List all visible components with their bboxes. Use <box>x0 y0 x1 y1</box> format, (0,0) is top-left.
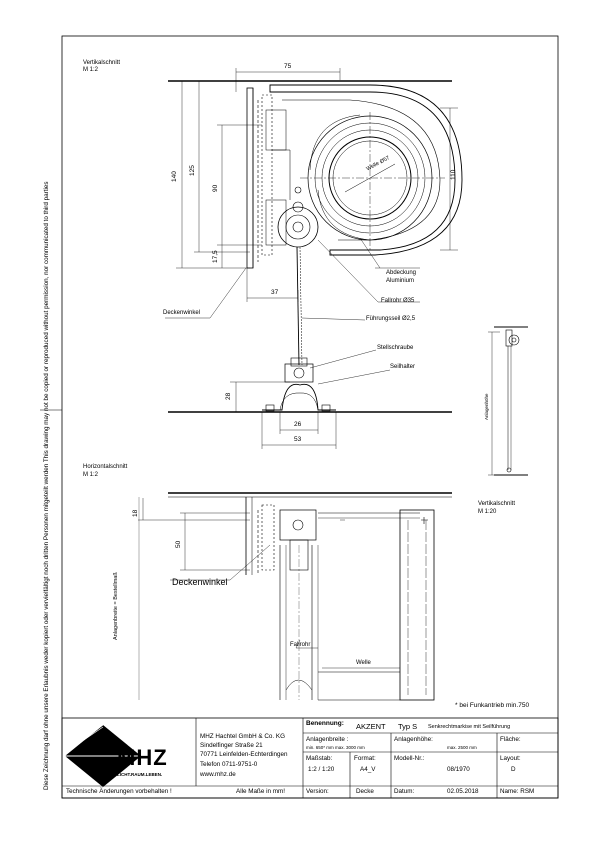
dimension-37: 37 <box>271 289 279 296</box>
mhz-logo-slogan: LICHT.RAUM.LEBEN. <box>117 772 163 777</box>
dimension-90: 90 <box>212 184 219 192</box>
view-scale-vertical-2: M 1:20 <box>478 509 497 515</box>
version-value: Decke <box>356 788 374 795</box>
label-fuehrungsseil: Führungsseil Ø2,5 <box>366 316 416 322</box>
mhz-logo-text: MHZ <box>117 745 168 770</box>
dimension-28: 28 <box>225 392 232 400</box>
layout-label: Layout: <box>500 755 521 762</box>
view-scale-horizontal: M 1:2 <box>83 472 99 478</box>
copyright-note: Diese Zeichnung darf ohne unsere Erlaubn… <box>43 181 50 790</box>
dimension-18: 18 <box>132 509 139 517</box>
company-street: Sindelfinger Straße 21 <box>200 742 263 749</box>
massstab-label: Maßstab: <box>306 755 333 762</box>
anlagenhoehe-label: Anlagenhöhe: <box>394 736 433 743</box>
label-welle-bottom: Welle <box>356 660 371 666</box>
dimension-140: 140 <box>171 171 178 182</box>
massstab-value: 1:2 / 1:20 <box>308 766 335 773</box>
version-label: Version: <box>306 788 329 795</box>
dimension-17-5: 17,5 <box>212 250 219 263</box>
benennung-label: Benennung: <box>306 720 344 727</box>
vertical-section-small <box>488 326 528 476</box>
changes-note: Technische Änderungen vorbehalten ! <box>66 788 172 795</box>
view-scale-vertical-1: M 1:2 <box>83 67 99 73</box>
label-fallrohr: Fallrohr Ø35 <box>381 298 415 304</box>
format-value: A4_V <box>360 766 376 773</box>
benennung-description: Senkrechtmarkise mit Seilführung <box>428 724 511 730</box>
label-aluminium: Aluminium <box>386 278 415 284</box>
label-anlagenbreite: Anlagenbreite = Bestellmaß <box>113 572 119 640</box>
label-stellschraube: Stellschraube <box>377 345 414 351</box>
benennung-value: AKZENT <box>356 722 386 731</box>
typ-value: Typ S <box>398 722 418 731</box>
label-anlagenhoehe: Anlagenhöhe <box>484 393 489 420</box>
company-web: www.mhz.de <box>200 771 236 778</box>
title-block-grid <box>61 717 559 799</box>
datum-value: 02.05.2018 <box>447 788 479 795</box>
layout-value: D <box>511 766 516 773</box>
vertical-section-top <box>165 68 463 449</box>
format-label: Format: <box>354 755 376 762</box>
label-seilhalter: Seilhalter <box>390 364 416 370</box>
flaeche-label: Fläche: <box>500 736 521 743</box>
label-deckenwinkel-top: Deckenwinkel <box>163 310 201 316</box>
dimension-26: 26 <box>294 421 302 428</box>
name-label: Name: RSM <box>500 788 535 795</box>
label-funkantrieb: * bei Funkantrieb min.750 <box>455 702 530 709</box>
label-abdeckung: Abdeckung <box>386 270 417 276</box>
modell-label: Modell-Nr.: <box>394 755 425 762</box>
label-fallrohr-bottom: Fallrohr <box>290 642 311 648</box>
company-phone: Telefon 0711-9751-0 <box>200 761 258 768</box>
dimension-125: 125 <box>189 165 196 176</box>
anlagenhoehe-value: max. 2500 mm <box>447 745 477 750</box>
modell-value: 08/1970 <box>447 766 470 773</box>
datum-label: Datum: <box>394 788 415 795</box>
units-note: Alle Maße in mm! <box>236 788 285 795</box>
company-name: MHZ Hachtel GmbH & Co. KG <box>200 733 286 740</box>
dimension-75: 75 <box>284 63 292 70</box>
view-title-vertical-1: Vertikalschnitt <box>83 60 121 66</box>
view-title-horizontal: Horizontalschnitt <box>83 464 128 470</box>
label-deckenwinkel-bottom: Deckenwinkel <box>172 577 228 587</box>
dimension-53: 53 <box>294 436 302 443</box>
dimension-110: 110 <box>450 169 457 180</box>
company-city: 70771 Leinfelden-Echterdingen <box>200 751 288 758</box>
anlagenbreite-value: min. 650* mm max. 3000 mm <box>306 745 365 750</box>
view-title-vertical-2: Vertikalschnitt <box>478 501 516 507</box>
anlagenbreite-label: Anlagenbreite : <box>306 736 349 743</box>
dimension-50: 50 <box>175 540 182 548</box>
horizontal-section <box>138 492 452 701</box>
